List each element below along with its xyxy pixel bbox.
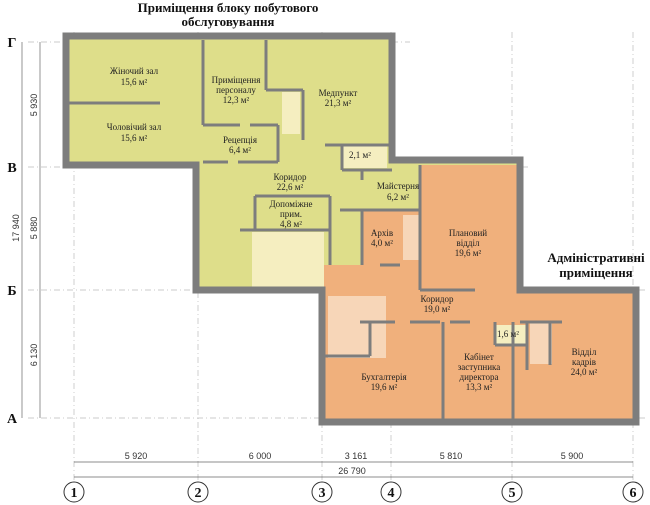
svg-text:відділ: відділ: [457, 238, 480, 248]
wc-top-floor: [343, 146, 387, 168]
room-accounting: Бухгалтерія 19,6 м²: [361, 372, 406, 392]
svg-text:Кабінет: Кабінет: [464, 352, 494, 362]
outer-wall: [62, 32, 640, 426]
svg-text:Відділ: Відділ: [572, 347, 597, 357]
svg-text:Допоміжне: Допоміжне: [269, 199, 312, 209]
svg-text:В: В: [7, 161, 16, 176]
svg-text:Коридор: Коридор: [421, 294, 454, 304]
room-planning: Плановий відділ 19,6 м²: [449, 228, 487, 258]
planning-floor: [420, 165, 520, 290]
svg-text:3: 3: [319, 486, 326, 501]
svg-text:1: 1: [71, 486, 78, 501]
svg-text:6,2 м²: 6,2 м²: [387, 192, 409, 202]
room-auxiliary: Допоміжне прим. 4,8 м²: [269, 199, 312, 229]
svg-text:5: 5: [509, 486, 516, 501]
svg-text:персоналу: персоналу: [216, 85, 256, 95]
svg-text:24,0 м²: 24,0 м²: [571, 367, 598, 377]
room-medical: Медпункт 21,3 м²: [319, 88, 358, 108]
room-wc-top: 2,1 м²: [349, 150, 371, 160]
svg-text:26 790: 26 790: [338, 466, 366, 476]
svg-text:Приміщення: Приміщення: [212, 75, 261, 85]
room-women-hall: Жіночий зал 15,6 м²: [110, 66, 159, 87]
svg-text:2: 2: [195, 486, 202, 501]
svg-text:6 000: 6 000: [249, 451, 272, 461]
bottom-dimensions: 5 920 6 000 3 161 5 810 5 900 26 790: [74, 451, 633, 478]
svg-text:4: 4: [388, 486, 395, 501]
svg-text:Медпункт: Медпункт: [319, 88, 358, 98]
svg-text:Г: Г: [8, 36, 17, 51]
row-axis-labels: Г В Б А: [7, 36, 18, 427]
svg-text:17 940: 17 940: [11, 214, 21, 242]
svg-text:5 880: 5 880: [29, 217, 39, 240]
svg-text:заступника: заступника: [458, 362, 501, 372]
svg-text:директора: директора: [460, 372, 499, 382]
room-workshop: Майстерня 6,2 м²: [377, 181, 419, 202]
room-wc-admin: 1,6 м²: [497, 329, 519, 339]
admin-block-title-line2: приміщення: [559, 265, 632, 280]
svg-text:Чоловічий зал: Чоловічий зал: [107, 122, 162, 132]
svg-text:прим.: прим.: [280, 209, 302, 219]
room-corridor-admin: Коридор 19,0 м²: [421, 294, 454, 314]
admin-floor: [322, 265, 636, 422]
stairs-admin-left: [328, 296, 386, 358]
wc-admin-floor: [495, 325, 527, 345]
column-axis-labels: [63, 481, 644, 503]
svg-text:Жіночий зал: Жіночий зал: [110, 66, 159, 76]
svg-text:5 920: 5 920: [125, 451, 148, 461]
svg-text:19,6 м²: 19,6 м²: [455, 248, 482, 258]
svg-text:3 161: 3 161: [345, 451, 368, 461]
room-men-hall: Чоловічий зал 15,6 м²: [107, 122, 162, 143]
room-reception: Рецепція 6,4 м²: [223, 135, 257, 155]
svg-text:4,8 м²: 4,8 м²: [280, 219, 302, 229]
stairs-archive: [403, 215, 420, 260]
svg-text:15,6 м²: 15,6 м²: [121, 77, 148, 87]
svg-text:19,6 м²: 19,6 м²: [371, 382, 398, 392]
service-block-title-line1: Приміщення блоку побутового: [138, 0, 319, 15]
svg-text:Плановий: Плановий: [449, 228, 487, 238]
svg-text:21,3 м²: 21,3 м²: [325, 98, 352, 108]
service-block-title-line2: обслуговування: [182, 14, 275, 29]
svg-text:6: 6: [630, 486, 637, 501]
admin-block-title-line1: Адміністративні: [547, 250, 645, 265]
svg-text:4,0 м²: 4,0 м²: [371, 238, 393, 248]
left-dimensions: 5 930 5 880 6 130 17 940: [11, 42, 41, 418]
room-deputy: Кабінет заступника директора 13,3 м²: [458, 352, 501, 392]
svg-text:12,3 м²: 12,3 м²: [223, 95, 250, 105]
stairs-admin-right: [530, 322, 552, 364]
interior-walls: [69, 40, 562, 420]
stairs-main: [252, 232, 324, 287]
room-corridor-top: Коридор 22,6 м²: [274, 172, 307, 192]
stairs-top: [282, 92, 300, 134]
svg-text:Коридор: Коридор: [274, 172, 307, 182]
column-axis-text: 1 2 3 4 5 6: [71, 486, 637, 501]
svg-text:15,6 м²: 15,6 м²: [121, 133, 148, 143]
svg-text:Майстерня: Майстерня: [377, 181, 419, 191]
svg-text:5 810: 5 810: [440, 451, 463, 461]
svg-text:Бухгалтерія: Бухгалтерія: [361, 372, 406, 382]
svg-text:6 130: 6 130: [29, 344, 39, 367]
room-hr: Відділ кадрів 24,0 м²: [571, 347, 598, 377]
room-archive: Архів 4,0 м²: [371, 228, 393, 248]
svg-text:19,0 м²: 19,0 м²: [424, 304, 451, 314]
svg-text:6,4 м²: 6,4 м²: [229, 145, 251, 155]
svg-text:13,3 м²: 13,3 м²: [466, 382, 493, 392]
svg-text:22,6 м²: 22,6 м²: [277, 182, 304, 192]
room-staff: Приміщення персоналу 12,3 м²: [212, 75, 261, 105]
svg-text:А: А: [7, 412, 18, 427]
svg-text:5 930: 5 930: [29, 94, 39, 117]
svg-text:Рецепція: Рецепція: [223, 135, 257, 145]
svg-text:5 900: 5 900: [561, 451, 584, 461]
svg-text:кадрів: кадрів: [572, 357, 596, 367]
svg-text:Б: Б: [7, 284, 16, 299]
svg-text:Архів: Архів: [371, 228, 393, 238]
